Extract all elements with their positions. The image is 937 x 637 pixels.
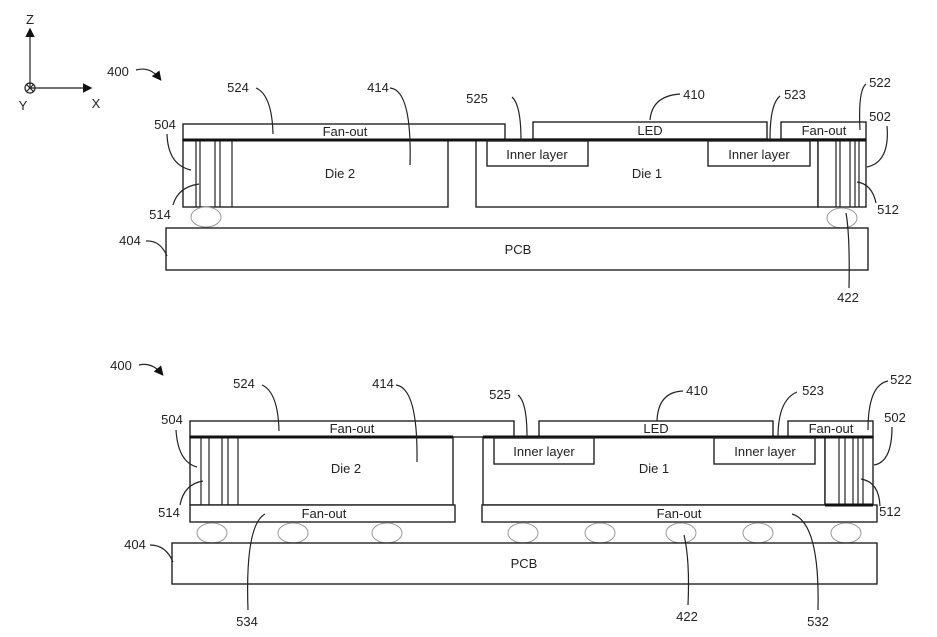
inner-layer-left-label: Inner layer [506,147,568,162]
fanout-layer-534 [189,504,456,523]
ref-404: 404 [124,537,146,552]
x-axis-label: X [92,96,101,111]
fanout-top-right-label: Fan-out [809,421,854,436]
ref-514: 514 [149,207,171,222]
inner-layer-525 [486,140,589,167]
solder-ball [371,522,403,544]
pillars-504 [200,437,239,505]
ref-400: 400 [107,64,129,79]
pillars-512 [835,140,860,207]
ref-512: 512 [877,202,899,217]
ref-524: 524 [233,376,255,391]
fanout-bottom-right-label: Fan-out [657,506,702,521]
pillar-region-502 [824,436,874,506]
die-2-label: Die 2 [331,461,361,476]
led-label: LED [643,421,668,436]
pcb-label: PCB [505,242,532,257]
ref-534: 534 [236,614,258,629]
ref-532: 532 [807,614,829,629]
solder-ball [196,522,228,544]
ref-410: 410 [686,383,708,398]
ref-410: 410 [683,87,705,102]
pillar-region-502 [817,139,867,208]
pcb-404 [171,542,878,585]
pcb-404 [165,227,869,271]
die-2-label: Die 2 [325,166,355,181]
ref-502: 502 [869,109,891,124]
ref-525: 525 [489,387,511,402]
inner-layer-523 [707,140,811,167]
ref-523: 523 [802,383,824,398]
solder-ball [277,522,309,544]
inner-layer-523 [713,437,816,465]
fanout-top-left-label: Fan-out [330,421,375,436]
pillars-512 [838,437,864,505]
ref-504: 504 [154,117,176,132]
ref-404: 404 [119,233,141,248]
die-2-414 [189,436,454,506]
ref-422: 422 [676,609,698,624]
led-label: LED [637,123,662,138]
inner-layer-left-label: Inner layer [513,444,575,459]
fanout-layer-532 [481,504,878,523]
z-axis-label: Z [26,12,34,27]
ref-524: 524 [227,80,249,95]
fanout-top-left-label: Fan-out [323,124,368,139]
solder-ball [665,522,697,544]
die-1-label: Die 1 [639,461,669,476]
solder-ball [830,522,862,544]
fanout-bottom-left-label: Fan-out [302,506,347,521]
solder-ball-422 [826,207,858,229]
ref-514: 514 [158,505,180,520]
ref-512: 512 [879,504,901,519]
ref-400-arrow [138,363,164,376]
solder-ball [190,206,222,228]
fanout-top-right-label: Fan-out [802,123,847,138]
inner-layer-right-label: Inner layer [728,147,790,162]
pcb-label: PCB [511,556,538,571]
ref-522: 522 [869,75,891,90]
axis-indicator: Z X Y [19,12,101,113]
ref-400: 400 [110,358,132,373]
inner-layer-right-label: Inner layer [734,444,796,459]
ref-502: 502 [884,410,906,425]
ref-414: 414 [372,376,394,391]
die-1-label: Die 1 [632,166,662,181]
ref-414: 414 [367,80,389,95]
ref-400-arrow [135,68,162,81]
ref-504: 504 [161,412,183,427]
inner-layer-525 [493,437,595,465]
y-axis-into-page-icon [24,82,36,94]
figure-bottom: 400 Fan-out LED Fan-out Die 2 Inner laye… [110,358,912,629]
figure-top: 400 Fan-out LED Fan-out Die 2 Inner laye… [107,64,899,305]
solder-ball [507,522,539,544]
ref-523: 523 [784,87,806,102]
solder-balls-422 [196,522,862,544]
ref-422: 422 [837,290,859,305]
ref-522: 522 [890,372,912,387]
solder-ball [742,522,774,544]
solder-ball [584,522,616,544]
y-axis-label: Y [19,98,28,113]
die-2-414 [182,139,449,208]
pillars-504 [195,140,233,207]
ref-525: 525 [466,91,488,106]
